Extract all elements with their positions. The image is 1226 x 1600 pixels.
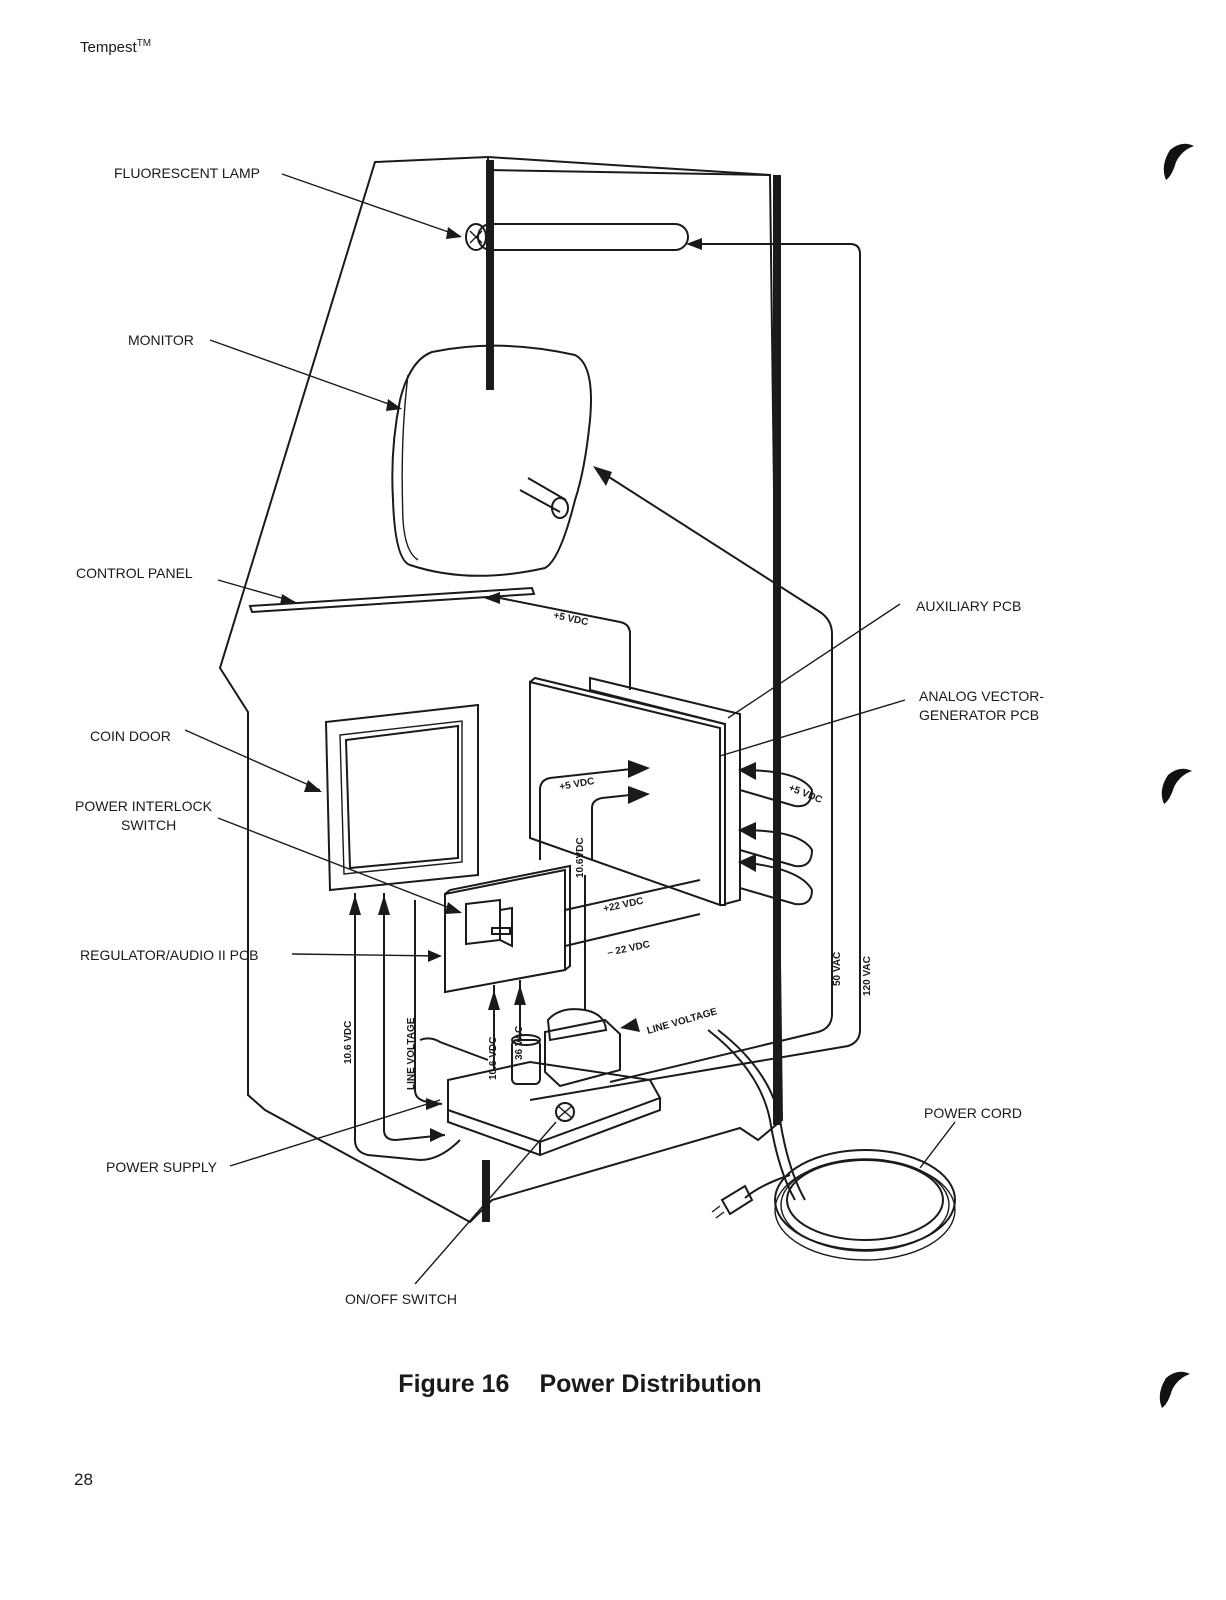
voltage-minus-22vdc: – 22 VDC bbox=[606, 939, 651, 959]
label-power-interlock-1: POWER INTERLOCK bbox=[75, 798, 213, 814]
label-analog-vector-1: ANALOG VECTOR- bbox=[919, 688, 1044, 704]
figure-caption: Figure 16 Power Distribution bbox=[0, 1370, 1160, 1399]
label-fluorescent-lamp: FLUORESCENT LAMP bbox=[114, 165, 260, 181]
voltage-120vac: 120 VAC bbox=[862, 956, 873, 996]
figure-title: Power Distribution bbox=[539, 1370, 762, 1398]
auxiliary-pcb bbox=[589, 676, 741, 906]
capacitor bbox=[511, 1034, 541, 1085]
power-supply bbox=[447, 1060, 662, 1157]
cabinet-outline bbox=[218, 155, 784, 1224]
transformer bbox=[544, 1008, 621, 1088]
voltage-coin-door-10-6vdc: 10.6 VDC bbox=[343, 1021, 354, 1064]
regulator-audio-pcb bbox=[444, 864, 571, 994]
label-analog-vector-2: GENERATOR PCB bbox=[919, 707, 1039, 723]
control-panel bbox=[248, 586, 536, 614]
voltage-aux-5vdc: +5 VDC bbox=[787, 783, 824, 806]
voltage-coin-door-line: LINE VOLTAGE bbox=[406, 1017, 417, 1090]
voltage-reg-10-6vdc: 10.6 VDC bbox=[488, 1037, 499, 1080]
voltage-50vac: 50 VAC bbox=[832, 952, 843, 986]
page-header: TempestTM bbox=[80, 38, 151, 56]
figure-number: Figure 16 bbox=[398, 1370, 510, 1398]
label-regulator-audio-pcb: REGULATOR/AUDIO II PCB bbox=[80, 947, 258, 963]
power-interlock-switch bbox=[465, 898, 513, 948]
fluorescent-lamp bbox=[465, 223, 689, 251]
page-number: 28 bbox=[74, 1470, 93, 1489]
on-off-switch-knob bbox=[555, 1102, 575, 1122]
label-auxiliary-pcb: AUXILIARY PCB bbox=[916, 598, 1021, 614]
binder-hole-mark bbox=[1161, 768, 1192, 804]
monitor bbox=[391, 340, 592, 577]
power-cord bbox=[707, 1029, 956, 1261]
trademark-mark: TM bbox=[136, 38, 152, 49]
voltage-control-panel-5vdc: +5 VDC bbox=[552, 610, 589, 628]
coin-door bbox=[324, 703, 479, 892]
binder-hole-mark bbox=[1159, 1371, 1190, 1408]
label-power-cord: POWER CORD bbox=[924, 1105, 1022, 1121]
voltage-line-transformer: LINE VOLTAGE bbox=[646, 1006, 719, 1037]
voltage-avg-10-6vdc: 10.6VDC bbox=[575, 837, 586, 878]
leader-lines bbox=[184, 173, 956, 1285]
binder-hole-mark bbox=[1163, 143, 1194, 180]
label-power-supply: POWER SUPPLY bbox=[106, 1159, 218, 1175]
label-on-off-switch: ON/OFF SWITCH bbox=[345, 1291, 457, 1307]
voltage-reg-36vac: 36 VAC bbox=[514, 1026, 525, 1060]
arrowheads bbox=[349, 238, 756, 1142]
header-title: Tempest bbox=[80, 39, 137, 56]
voltage-avg-5vdc: +5 VDC bbox=[559, 776, 596, 793]
label-power-interlock-2: SWITCH bbox=[121, 817, 176, 833]
voltage-plus-22vdc: +22 VDC bbox=[602, 896, 644, 915]
label-coin-door: COIN DOOR bbox=[90, 728, 171, 744]
label-monitor: MONITOR bbox=[128, 332, 194, 348]
distribution-wires bbox=[354, 243, 861, 1162]
label-control-panel: CONTROL PANEL bbox=[76, 565, 193, 581]
